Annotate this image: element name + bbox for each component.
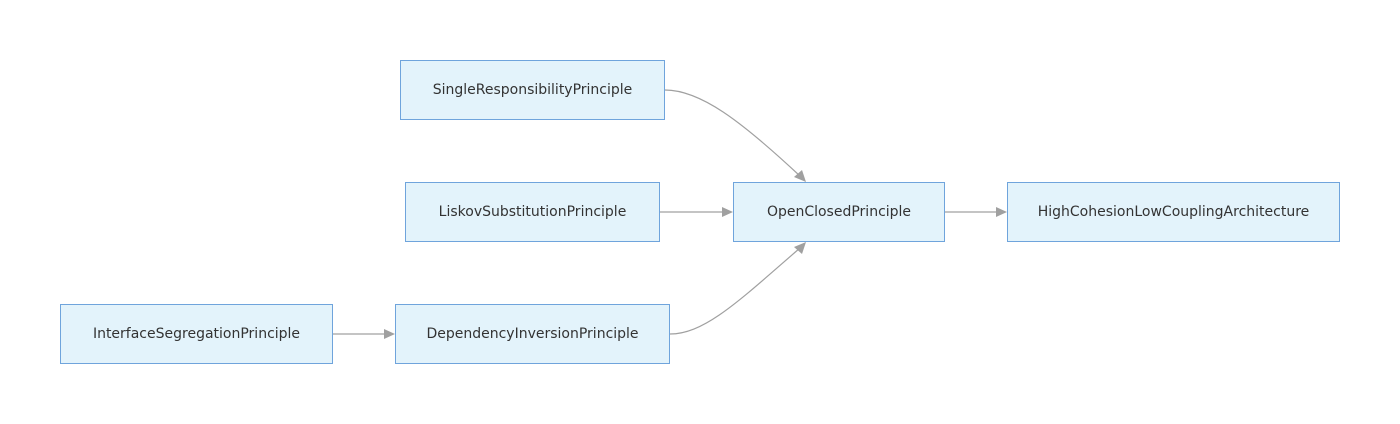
node-open-closed-principle: OpenClosedPrinciple — [733, 182, 945, 242]
node-high-cohesion-low-coupling-architecture: HighCohesionLowCouplingArchitecture — [1007, 182, 1340, 242]
arrowhead-isp-to-dip — [384, 329, 395, 339]
node-label: LiskovSubstitutionPrinciple — [438, 204, 627, 220]
node-label: InterfaceSegregationPrinciple — [92, 326, 301, 342]
node-interface-segregation-principle: InterfaceSegregationPrinciple — [60, 304, 333, 364]
node-single-responsibility-principle: SingleResponsibilityPrinciple — [400, 60, 665, 120]
node-liskov-substitution-principle: LiskovSubstitutionPrinciple — [405, 182, 660, 242]
edge-dip-to-ocp — [669, 247, 801, 335]
node-label: DependencyInversionPrinciple — [426, 326, 639, 342]
arrowhead-dip-to-ocp — [794, 242, 806, 254]
node-label: HighCohesionLowCouplingArchitecture — [1037, 204, 1310, 220]
arrowhead-ocp-to-hclc — [996, 207, 1007, 217]
arrowhead-lsp-to-ocp — [722, 207, 733, 217]
arrowhead-srp-to-ocp — [794, 170, 806, 182]
node-dependency-inversion-principle: DependencyInversionPrinciple — [395, 304, 670, 364]
node-label: OpenClosedPrinciple — [766, 204, 912, 220]
edge-srp-to-ocp — [664, 89, 801, 177]
node-label: SingleResponsibilityPrinciple — [432, 82, 633, 98]
